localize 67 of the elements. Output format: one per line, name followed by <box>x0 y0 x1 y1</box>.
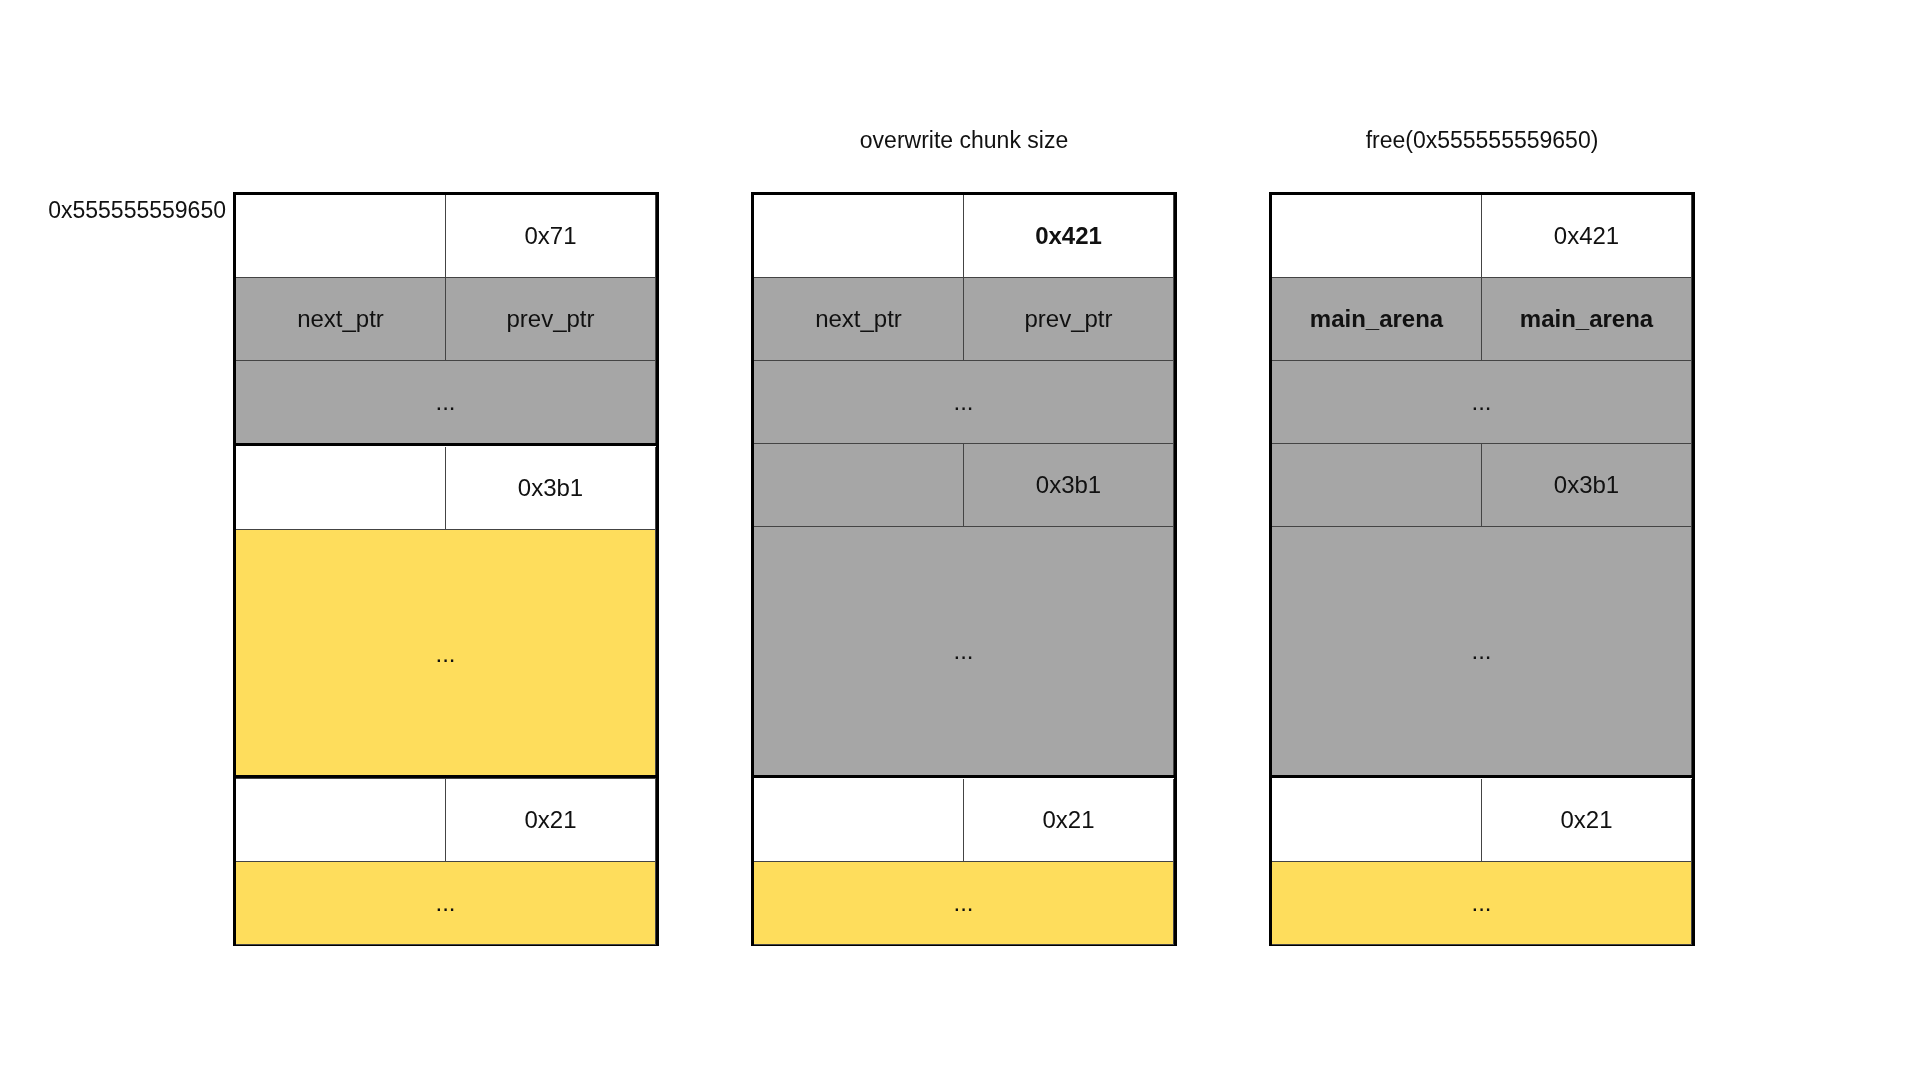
memory-cell <box>446 195 656 278</box>
cell-value: main_arena <box>1309 305 1444 333</box>
cell-value: ... <box>953 637 974 665</box>
memory-cell <box>1272 527 1692 776</box>
memory-cell <box>1482 779 1692 862</box>
memory-cell <box>1482 444 1692 527</box>
memory-cell <box>1272 862 1692 945</box>
cell-value: ... <box>435 640 456 668</box>
memory-cell <box>964 195 1174 278</box>
memory-cell <box>1482 195 1692 278</box>
cell-value: next_ptr <box>297 305 384 333</box>
memory-cell <box>1272 278 1482 361</box>
memory-cell <box>236 447 446 530</box>
cell-value: 0x21 <box>524 806 577 834</box>
heap-chunk <box>754 774 1174 942</box>
cell-value: ... <box>1471 388 1492 416</box>
memory-cell <box>964 779 1174 862</box>
cell-value: main_arena <box>1519 305 1654 333</box>
heap-chunk <box>236 774 656 942</box>
memory-cell <box>236 361 656 444</box>
memory-cell <box>236 195 446 278</box>
memory-cell <box>446 278 656 361</box>
memory-cell <box>236 779 446 862</box>
memory-cell <box>1482 278 1692 361</box>
memory-cell <box>1272 361 1692 444</box>
memory-cell <box>754 779 964 862</box>
memory-cell <box>1272 444 1482 527</box>
cell-value: ... <box>1471 637 1492 665</box>
cell-value: 0x3b1 <box>1553 471 1620 499</box>
memory-cell <box>754 195 964 278</box>
cell-value: prev_ptr <box>1024 305 1113 333</box>
heap-chunk <box>1272 195 1692 776</box>
cell-value: 0x3b1 <box>517 474 584 502</box>
cell-value: ... <box>435 889 456 917</box>
cell-value: 0x421 <box>1553 222 1620 250</box>
cell-value: next_ptr <box>815 305 902 333</box>
memory-cell <box>964 444 1174 527</box>
memory-cell <box>754 527 1174 776</box>
cell-value: ... <box>953 388 974 416</box>
cell-value: ... <box>1471 889 1492 917</box>
memory-cell <box>236 862 656 945</box>
memory-cell <box>754 444 964 527</box>
cell-value: 0x21 <box>1560 806 1613 834</box>
cell-value: 0x3b1 <box>1035 471 1102 499</box>
column-heading: free(0x555555559650) <box>1365 127 1599 154</box>
memory-cell <box>236 278 446 361</box>
address-label: 0x555555559650 <box>48 197 226 224</box>
memory-cell <box>236 530 656 779</box>
cell-value: 0x21 <box>1042 806 1095 834</box>
cell-value: ... <box>435 388 456 416</box>
memory-cell <box>754 278 964 361</box>
memory-cell <box>964 278 1174 361</box>
heap-chunk <box>1272 774 1692 942</box>
heap-chunk <box>754 195 1174 776</box>
memory-cell <box>1272 195 1482 278</box>
memory-cell <box>446 779 656 862</box>
memory-cell <box>446 447 656 530</box>
memory-cell <box>1272 779 1482 862</box>
column-heading: overwrite chunk size <box>859 127 1069 154</box>
heap-chunk <box>236 442 656 776</box>
memory-cell <box>754 862 1174 945</box>
cell-value: 0x421 <box>1035 222 1102 250</box>
cell-value: prev_ptr <box>506 305 595 333</box>
cell-value: 0x71 <box>524 222 577 250</box>
cell-value: ... <box>953 889 974 917</box>
memory-cell <box>754 361 1174 444</box>
heap-chunk <box>236 195 656 444</box>
